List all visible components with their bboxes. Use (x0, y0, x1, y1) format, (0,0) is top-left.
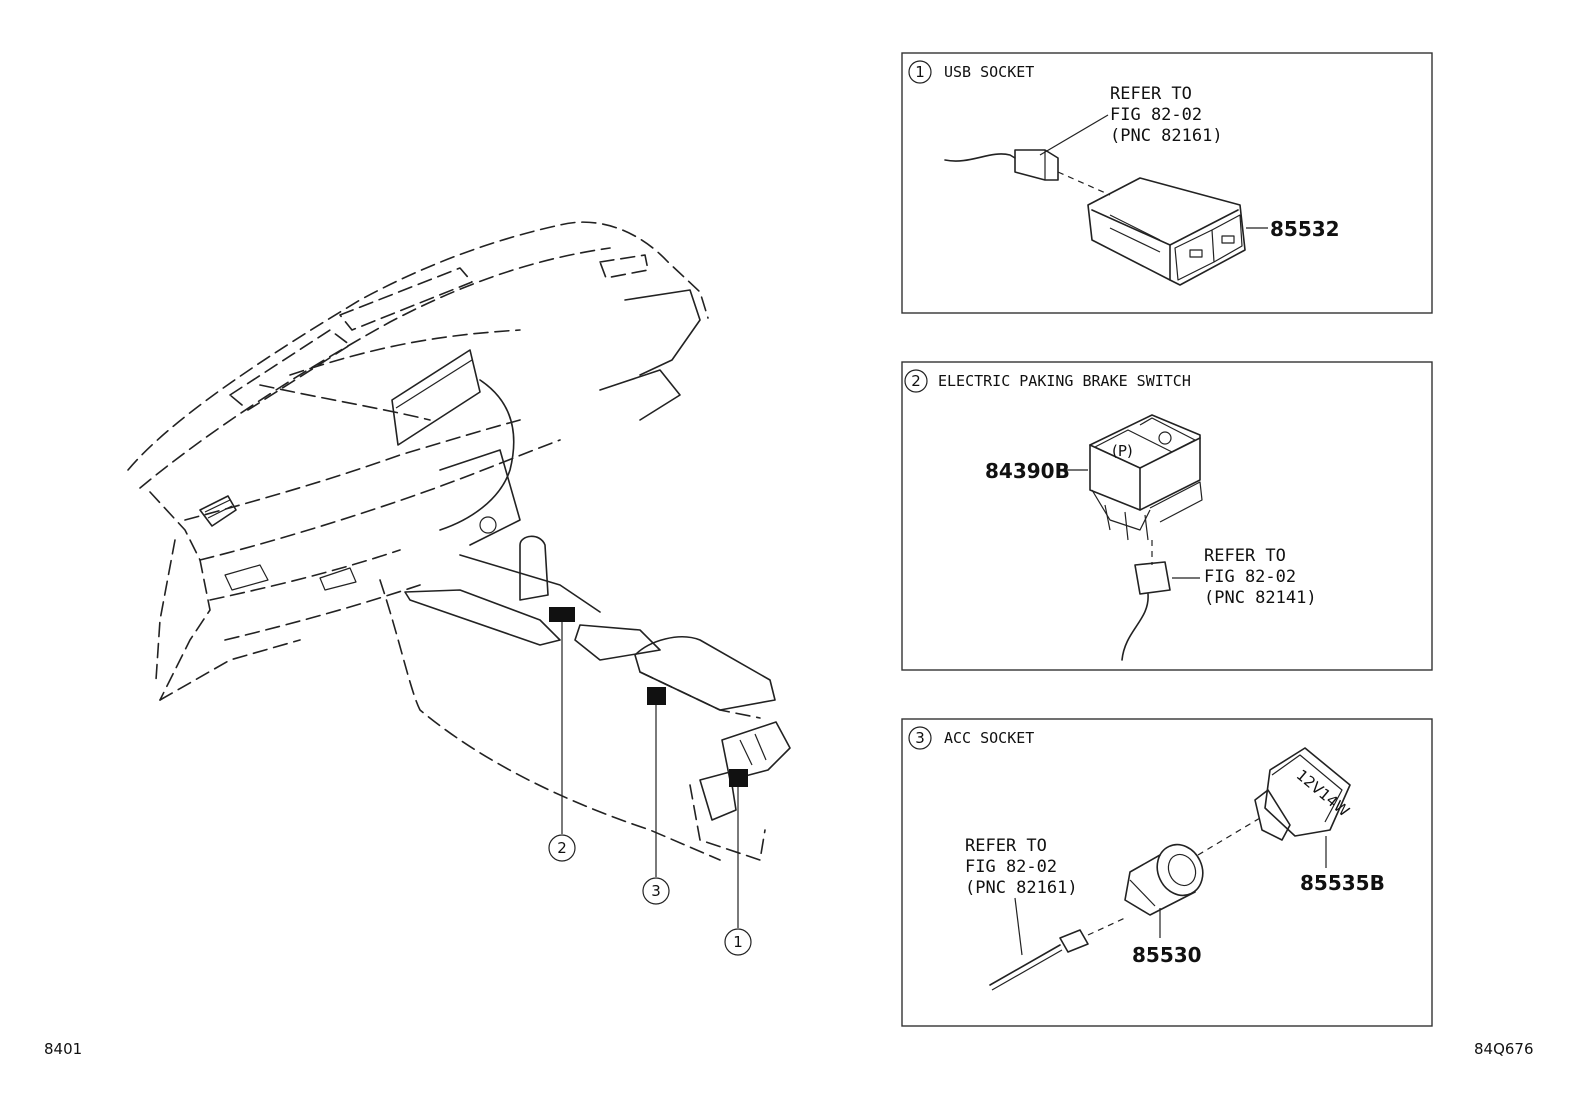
figure-code-left: 8401 (44, 1040, 82, 1058)
part-85530: 85530 (1132, 943, 1202, 967)
marker-square-3 (647, 687, 666, 705)
panel-1-number: 1 (915, 63, 925, 81)
panel-1-title: USB SOCKET (944, 63, 1034, 81)
callout-3: 3 (642, 877, 670, 905)
panel-2-refer-line-3: (PNC 82141) (1204, 588, 1317, 608)
panel-epb-switch: 2 ELECTRIC PAKING BRAKE SWITCH (P) 84390… (901, 361, 1433, 671)
figure-code-right: 84Q676 (1474, 1040, 1534, 1058)
marker-square-1 (729, 769, 748, 787)
panel-1-refer-line-2: FIG 82-02 (1110, 105, 1202, 125)
panel-1-refer-line-1: REFER TO (1110, 84, 1192, 104)
panel-3-title: ACC SOCKET (944, 729, 1034, 747)
svg-text:2: 2 (557, 839, 567, 857)
marker-square-2 (549, 607, 575, 622)
part-84390B: 84390B (985, 459, 1070, 483)
panel-usb-socket: 1 USB SOCKET REFER TO FIG 82-02 (PNC 821… (901, 52, 1433, 314)
panel-acc-socket: 3 ACC SOCKET REFER TO FIG 82-02 (PNC 821… (901, 718, 1433, 1027)
part-85535B: 85535B (1300, 871, 1385, 895)
panel-3-refer-line-2: FIG 82-02 (965, 857, 1057, 877)
svg-text:3: 3 (651, 882, 661, 900)
svg-text:1: 1 (733, 933, 743, 951)
panel-2-number: 2 (911, 372, 921, 390)
panel-3-refer-line-1: REFER TO (965, 836, 1047, 856)
callout-1: 1 (724, 928, 752, 956)
switch-p-symbol: (P) (1112, 442, 1133, 460)
callout-markers: 2 3 1 (548, 607, 752, 956)
callout-2: 2 (548, 834, 576, 862)
panel-1-refer-line-3: (PNC 82161) (1110, 126, 1223, 146)
panel-2-title: ELECTRIC PAKING BRAKE SWITCH (938, 372, 1191, 390)
panel-2-refer-line-1: REFER TO (1204, 546, 1286, 566)
panel-2-refer-line-2: FIG 82-02 (1204, 567, 1296, 587)
panel-3-number: 3 (915, 729, 925, 747)
panel-3-refer-line-3: (PNC 82161) (965, 878, 1078, 898)
part-85532: 85532 (1270, 217, 1340, 241)
dashboard-illustration (127, 221, 791, 861)
